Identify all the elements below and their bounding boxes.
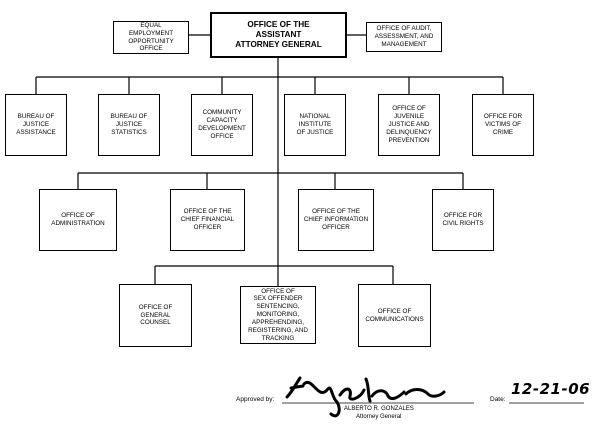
ojjdp-box: Office of Juvenile Justice and Delinquen… bbox=[378, 94, 440, 156]
audit-assessment-management-box: Office of Audit, Assessment, and Managem… bbox=[366, 22, 442, 52]
cfo-label: Office of the Chief Financial Officer bbox=[180, 208, 235, 231]
ogc-label: Office of General Counsel bbox=[138, 303, 173, 327]
office-of-administration-box: Office of Administration bbox=[39, 189, 117, 251]
bureau-of-justice-statistics-box: Bureau of Justice Statistics bbox=[98, 94, 160, 156]
ocr-label: Office for Civil Rights bbox=[442, 212, 484, 227]
aag-label: Office of the Assistant Attorney General bbox=[235, 20, 322, 49]
office-of-communications-box: Office of Communications bbox=[358, 284, 431, 347]
signer-title: Attorney General bbox=[356, 414, 402, 420]
comms-label: Office of Communications bbox=[365, 307, 424, 323]
office-of-general-counsel-box: Office of General Counsel bbox=[119, 284, 192, 347]
date-label: Date: bbox=[490, 396, 506, 403]
chief-information-officer-box: Office of the Chief Information Officer bbox=[298, 189, 374, 251]
community-capacity-development-office-box: Community Capacity Development Office bbox=[191, 94, 253, 156]
office-for-victims-of-crime-box: Office for Victims of Crime bbox=[472, 94, 534, 156]
admin-label: Office of Administration bbox=[51, 212, 105, 227]
chief-financial-officer-box: Office of the Chief Financial Officer bbox=[170, 189, 245, 251]
signer-name: ALBERTO R. GONZALES bbox=[344, 406, 414, 412]
ovc-label: Office for Victims of Crime bbox=[483, 113, 523, 136]
audit-label: Office of Audit, Assessment, and Managem… bbox=[374, 25, 434, 48]
eeo-label: Equal Employment Opportunity Office bbox=[128, 21, 174, 53]
handwritten-date: 12-21-06 bbox=[511, 380, 591, 398]
ccdo-label: Community Capacity Development Office bbox=[198, 109, 246, 140]
bjs-label: Bureau of Justice Statistics bbox=[110, 113, 148, 136]
approved-by-label: Approved by: bbox=[236, 396, 275, 403]
equal-employment-opportunity-office-box: Equal Employment Opportunity Office bbox=[113, 21, 189, 54]
smart-label: Office of Sex Offender Sentencing, Monit… bbox=[248, 287, 308, 342]
nij-label: National Institute of Justice bbox=[296, 113, 334, 136]
ojjdp-label: Office of Juvenile Justice and Delinquen… bbox=[386, 105, 432, 144]
bureau-of-justice-assistance-box: Bureau of Justice Assistance bbox=[5, 94, 67, 156]
national-institute-of-justice-box: National Institute of Justice bbox=[284, 94, 346, 156]
smart-office-box: Office of Sex Offender Sentencing, Monit… bbox=[240, 286, 316, 344]
assistant-attorney-general-box: Office of the Assistant Attorney General bbox=[210, 12, 347, 58]
bja-label: Bureau of Justice Assistance bbox=[16, 113, 56, 136]
cio-label: Office of the Chief Information Officer bbox=[303, 208, 369, 231]
office-for-civil-rights-box: Office for Civil Rights bbox=[432, 189, 494, 251]
